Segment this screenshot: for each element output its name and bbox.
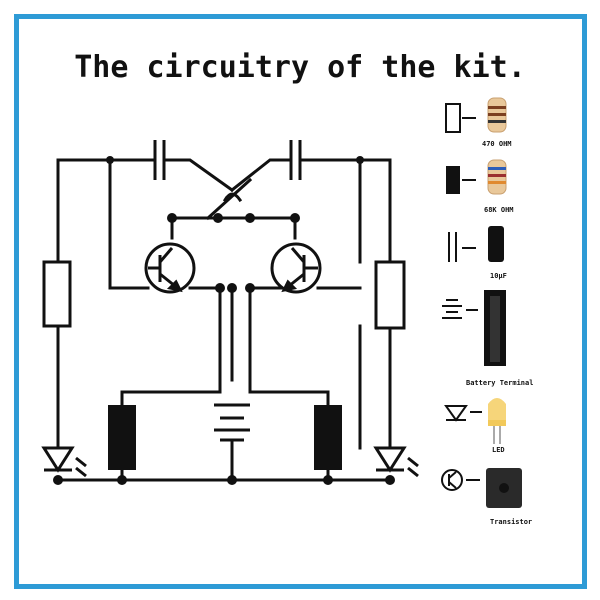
led-left-icon	[41, 446, 87, 478]
label-battery-terminal: Battery Terminal	[466, 379, 533, 387]
legend-resistor-470: 470 OHM	[445, 97, 512, 148]
label-capacitor: 10µF	[490, 272, 507, 280]
wire-top-right	[229, 158, 362, 193]
label-68k-ohm: 68K OHM	[484, 206, 514, 214]
capacitor-left-icon	[153, 140, 166, 180]
page-title: The circuitry of the kit.	[74, 50, 526, 85]
legend-transistor: Transistor	[441, 468, 532, 526]
label-led: LED	[492, 446, 505, 454]
legend-battery: Battery Terminal	[442, 290, 533, 387]
capacitor-right-icon	[289, 140, 302, 180]
led-right-icon	[373, 446, 419, 478]
resistor-right-icon	[374, 260, 406, 330]
label-transistor: Transistor	[490, 518, 532, 526]
legend-capacitor: 10µF	[448, 226, 507, 280]
wire-top-left	[56, 158, 235, 193]
label-470-ohm: 470 OHM	[482, 140, 512, 148]
resistor-68k-right-icon	[314, 405, 342, 470]
battery-icon	[214, 403, 250, 442]
transistor-right-icon	[270, 242, 322, 294]
resistor-left-icon	[42, 260, 72, 328]
transistor-left-icon	[144, 242, 196, 294]
blue-frame	[14, 14, 587, 589]
legend-led: LED	[444, 398, 506, 454]
resistor-68k-left-icon	[108, 405, 136, 470]
legend-resistor-68k: 68K OHM	[446, 159, 514, 214]
junction-dots	[53, 156, 395, 485]
